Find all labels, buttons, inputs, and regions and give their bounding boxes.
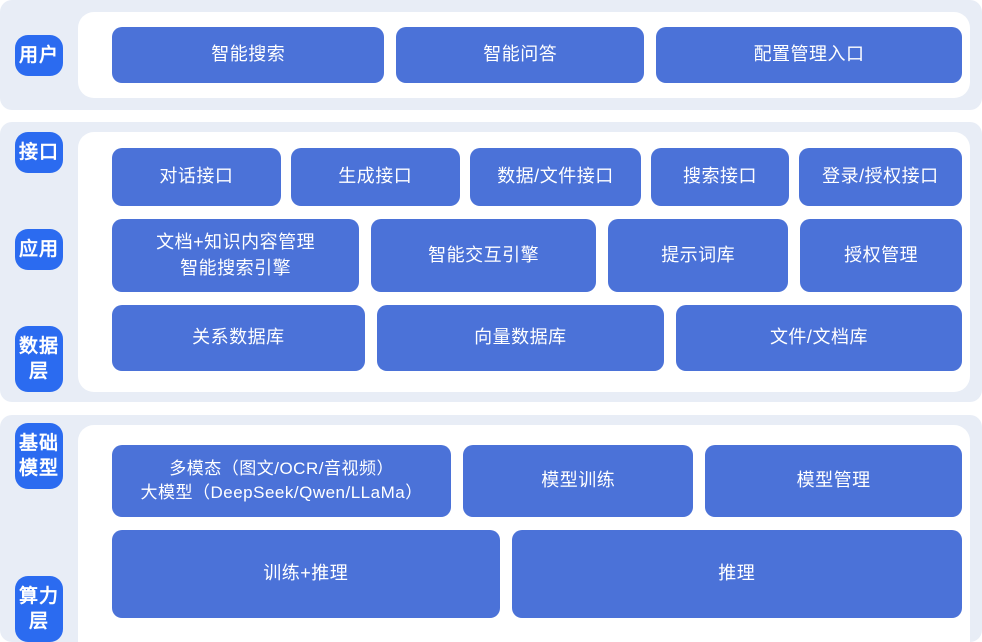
interface-app-data-layer-band: 接口 应用 数据层 对话接口 生成接口 数据/文件接口 搜索接口 登录/授权接口… — [0, 122, 982, 402]
node-smart-search: 智能搜索 — [112, 27, 385, 83]
compute-row: 训练+推理 推理 — [112, 530, 962, 618]
node-line-2: 大模型（DeepSeek/Qwen/LLaMa） — [140, 483, 423, 502]
node-config-management-entry: 配置管理入口 — [656, 27, 962, 83]
node-training-inference: 训练+推理 — [112, 530, 500, 618]
middle-layer-label-column: 接口 应用 数据层 — [0, 122, 78, 402]
user-layer-label-column: 用户 — [0, 0, 78, 110]
bottom-layer-label-column: 基础模型 算力层 — [0, 415, 78, 642]
user-layer-band: 用户 智能搜索 智能问答 配置管理入口 — [0, 0, 982, 110]
layer-label-user: 用户 — [15, 34, 63, 76]
node-inference: 推理 — [511, 530, 962, 618]
node-generation-api: 生成接口 — [290, 148, 460, 206]
interface-row: 对话接口 生成接口 数据/文件接口 搜索接口 登录/授权接口 — [112, 148, 963, 206]
node-multimodal-llm: 多模态（图文/OCR/音视频） 大模型（DeepSeek/Qwen/LLaMa） — [112, 445, 452, 517]
node-authorization-management: 授权管理 — [800, 219, 962, 292]
node-model-training: 模型训练 — [463, 445, 694, 517]
node-login-auth-api: 登录/授权接口 — [798, 148, 963, 206]
node-smart-qa: 智能问答 — [396, 27, 645, 83]
node-data-file-api: 数据/文件接口 — [469, 148, 642, 206]
node-file-document-store: 文件/文档库 — [675, 305, 963, 371]
node-prompt-library: 提示词库 — [608, 219, 789, 292]
node-vector-database: 向量数据库 — [376, 305, 664, 371]
node-doc-knowledge-search-engine: 文档+知识内容管理 智能搜索引擎 — [112, 219, 360, 292]
model-row: 多模态（图文/OCR/音视频） 大模型（DeepSeek/Qwen/LLaMa）… — [112, 445, 963, 517]
model-compute-layer-band: 基础模型 算力层 多模态（图文/OCR/音视频） 大模型（DeepSeek/Qw… — [0, 415, 982, 642]
bottom-layer-panel: 多模态（图文/OCR/音视频） 大模型（DeepSeek/Qwen/LLaMa）… — [78, 425, 970, 642]
node-model-management: 模型管理 — [705, 445, 963, 517]
application-row: 文档+知识内容管理 智能搜索引擎 智能交互引擎 提示词库 授权管理 — [112, 219, 962, 292]
middle-layer-panel: 对话接口 生成接口 数据/文件接口 搜索接口 登录/授权接口 文档+知识内容管理… — [78, 132, 970, 392]
data-row: 关系数据库 向量数据库 文件/文档库 — [112, 305, 963, 371]
layer-label-compute: 算力层 — [15, 576, 63, 642]
node-relational-database: 关系数据库 — [112, 305, 365, 371]
node-dialog-api: 对话接口 — [112, 148, 281, 206]
layer-label-data: 数据层 — [15, 326, 63, 392]
layer-label-application: 应用 — [15, 229, 63, 270]
user-layer-row: 智能搜索 智能问答 配置管理入口 — [112, 27, 962, 83]
node-line-1: 多模态（图文/OCR/音视频） — [169, 458, 394, 478]
node-smart-interaction-engine: 智能交互引擎 — [371, 219, 597, 292]
layer-label-base-model: 基础模型 — [15, 423, 63, 489]
node-line-1: 文档+知识内容管理 — [156, 231, 316, 252]
node-search-api: 搜索接口 — [651, 148, 789, 206]
layer-label-interface: 接口 — [15, 132, 63, 173]
user-layer-panel: 智能搜索 智能问答 配置管理入口 — [78, 12, 970, 98]
node-line-2: 智能搜索引擎 — [180, 257, 292, 278]
